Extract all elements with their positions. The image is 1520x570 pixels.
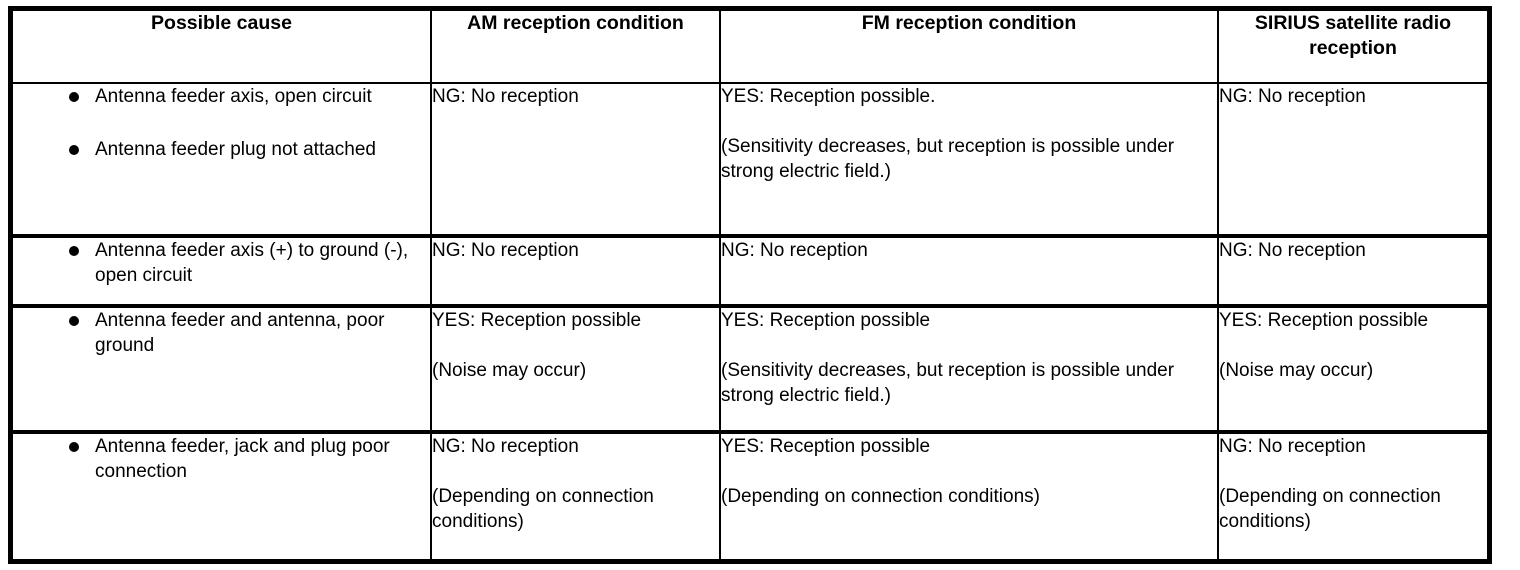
- cause-text: Antenna feeder plug not attached: [95, 139, 377, 160]
- cell-am-condition: NG: No reception: [430, 234, 720, 306]
- column-header-sirius-satellite-radio-reception: SIRIUS satellite radio reception: [1217, 11, 1487, 83]
- cause-list: Antenna feeder axis (+) to ground (-), o…: [13, 238, 430, 288]
- antenna-reception-diagnostic-table: Possible cause AM reception condition FM…: [13, 11, 1487, 559]
- sirius-status-text: NG: No reception: [1219, 240, 1366, 262]
- table-row: Antenna feeder axis, open circuit Antenn…: [13, 81, 1487, 237]
- am-status-text: NG: No reception: [432, 436, 579, 458]
- cell-possible-cause: Antenna feeder axis, open circuit Antenn…: [13, 81, 431, 237]
- cell-possible-cause: Antenna feeder and antenna, poor ground: [13, 303, 431, 433]
- fm-status-text: YES: Reception possible: [721, 309, 931, 331]
- sirius-status-text: NG: No reception: [1219, 436, 1366, 458]
- cell-am-condition: YES: Reception possible (Noise may occur…: [430, 303, 720, 433]
- cause-list: Antenna feeder, jack and plug poor conne…: [13, 434, 430, 484]
- bullet-icon: [69, 442, 79, 453]
- cell-am-condition: NG: No reception (Depending on connectio…: [430, 430, 720, 559]
- table-row: Antenna feeder axis (+) to ground (-), o…: [13, 234, 1487, 306]
- list-item: Antenna feeder plug not attached: [13, 137, 430, 162]
- list-item: Antenna feeder and antenna, poor ground: [13, 308, 430, 358]
- fm-status-text: NG: No reception: [721, 240, 868, 262]
- fm-status-text: YES: Reception possible.: [721, 86, 936, 107]
- bullet-icon: [69, 315, 79, 326]
- cause-list: Antenna feeder and antenna, poor ground: [13, 308, 430, 358]
- fm-note-text: (Sensitivity decreases, but reception is…: [721, 136, 1175, 182]
- am-status-text: NG: No reception: [432, 240, 579, 262]
- cause-text: Antenna feeder axis (+) to ground (-), o…: [95, 240, 409, 287]
- bullet-icon: [69, 145, 79, 155]
- cause-text: Antenna feeder and antenna, poor ground: [95, 309, 385, 356]
- fm-status-text: YES: Reception possible: [721, 436, 931, 458]
- am-status-text: YES: Reception possible: [432, 309, 642, 331]
- cell-fm-condition: YES: Reception possible (Sensitivity dec…: [719, 303, 1218, 433]
- am-note-text: (Noise may occur): [432, 359, 587, 381]
- list-item: Antenna feeder axis (+) to ground (-), o…: [13, 238, 430, 288]
- cause-text: Antenna feeder, jack and plug poor conne…: [95, 436, 390, 483]
- column-header-sirius-line-2: reception: [1309, 37, 1397, 59]
- table-header-row: Possible cause AM reception condition FM…: [13, 11, 1487, 83]
- cell-possible-cause: Antenna feeder, jack and plug poor conne…: [13, 430, 431, 559]
- sirius-status-text: NG: No reception: [1219, 86, 1366, 107]
- fm-note-text: (Sensitivity decreases, but reception is…: [721, 359, 1175, 406]
- sirius-status-text: YES: Reception possible: [1219, 309, 1429, 331]
- cell-sirius-condition: NG: No reception (Depending on connectio…: [1217, 430, 1487, 559]
- sirius-note-text: (Noise may occur): [1219, 359, 1374, 381]
- cause-list: Antenna feeder axis, open circuit Antenn…: [13, 84, 430, 162]
- am-status-text: NG: No reception: [432, 86, 579, 107]
- bullet-icon: [69, 92, 79, 102]
- cell-fm-condition: NG: No reception: [719, 234, 1218, 306]
- column-header-am-reception-condition: AM reception condition: [430, 11, 720, 83]
- cell-possible-cause: Antenna feeder axis (+) to ground (-), o…: [13, 234, 431, 306]
- list-item: Antenna feeder axis, open circuit: [13, 84, 430, 109]
- am-note-text: (Depending on connection conditions): [432, 486, 654, 533]
- table-row: Antenna feeder and antenna, poor ground …: [13, 303, 1487, 433]
- column-header-fm-reception-condition: FM reception condition: [719, 11, 1218, 83]
- fm-note-text: (Depending on connection conditions): [721, 486, 1040, 508]
- table-row: Antenna feeder, jack and plug poor conne…: [13, 430, 1487, 559]
- cell-sirius-condition: NG: No reception: [1217, 234, 1487, 306]
- sirius-note-text: (Depending on connection conditions): [1219, 486, 1441, 533]
- cell-sirius-condition: YES: Reception possible (Noise may occur…: [1217, 303, 1487, 433]
- column-header-sirius-line-1: SIRIUS satellite radio: [1254, 12, 1452, 34]
- cell-fm-condition: YES: Reception possible. (Sensitivity de…: [719, 81, 1218, 237]
- bullet-icon: [69, 246, 79, 257]
- cell-fm-condition: YES: Reception possible (Depending on co…: [719, 430, 1218, 559]
- diagnostic-table-container: Possible cause AM reception condition FM…: [8, 6, 1492, 564]
- cell-am-condition: NG: No reception: [430, 81, 720, 237]
- list-item: Antenna feeder, jack and plug poor conne…: [13, 434, 430, 484]
- cell-sirius-condition: NG: No reception: [1217, 81, 1487, 237]
- cause-text: Antenna feeder axis, open circuit: [95, 86, 372, 107]
- column-header-possible-cause: Possible cause: [13, 11, 431, 83]
